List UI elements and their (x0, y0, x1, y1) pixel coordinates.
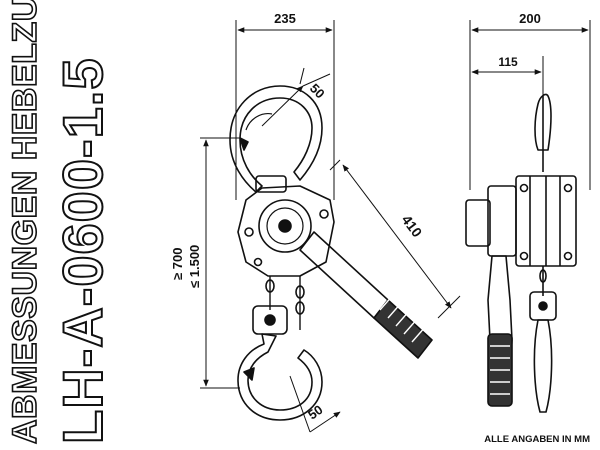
dimension-hook-top (261, 67, 331, 127)
dimension-label-410: 410 (399, 212, 426, 240)
side-view (465, 93, 577, 413)
units-note: ALLE ANGABEN IN MM (484, 434, 590, 445)
dimension-hook-bottom (289, 375, 341, 433)
dimension-label-height-min: ≥ 700 (170, 248, 185, 280)
dimension-label-height-max: ≤ 1.500 (187, 245, 202, 288)
dimension-label-200: 200 (519, 11, 541, 26)
dimension-200 (469, 20, 591, 190)
dimension-height (200, 137, 240, 389)
dimension-410 (329, 159, 461, 319)
dimension-label-235: 235 (274, 11, 296, 26)
dimension-115 (471, 56, 544, 96)
dimension-235 (235, 20, 335, 200)
front-view (229, 85, 433, 421)
dimension-label-115: 115 (498, 55, 518, 69)
dimension-label-hook-bottom: 50 (305, 402, 325, 423)
